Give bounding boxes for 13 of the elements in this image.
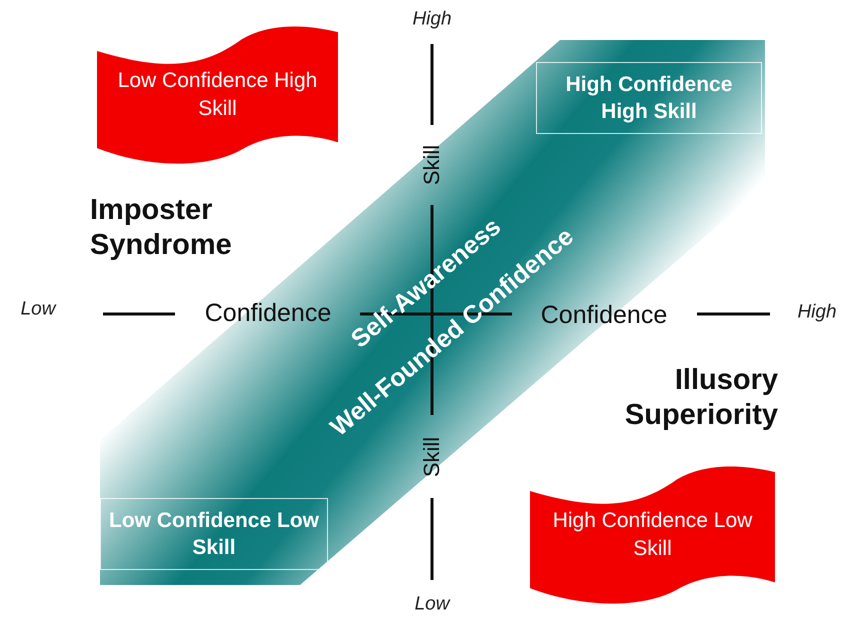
quadrant-box bbox=[100, 498, 328, 570]
axis-end-label: Low bbox=[20, 298, 56, 322]
axis-end-label: High bbox=[797, 302, 837, 324]
axis-label: Skill bbox=[418, 144, 445, 186]
axis-end-label: Low bbox=[414, 594, 450, 616]
quadrant-title: Imposter Syndrome bbox=[90, 193, 233, 263]
axis-label: Skill bbox=[418, 436, 445, 478]
quadrant-label: High Confidence High Skill bbox=[564, 72, 734, 125]
quadrant-title: Illusory Superiority bbox=[624, 363, 778, 433]
quadrant-box bbox=[536, 62, 762, 134]
axis-end-label: High bbox=[412, 8, 452, 32]
axis-label: Confidence bbox=[204, 298, 332, 327]
quadrant-label: Low Confidence Low Skill bbox=[108, 508, 320, 561]
